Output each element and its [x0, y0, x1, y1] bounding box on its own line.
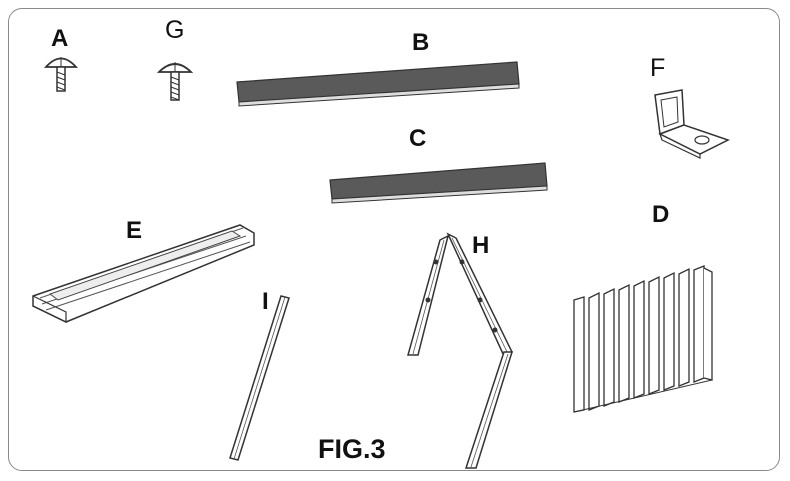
label-b: B: [412, 29, 430, 56]
label-g: G: [165, 16, 185, 44]
slat-panel-d-icon: [573, 265, 713, 413]
label-e: E: [126, 217, 143, 244]
screw-g-icon: [156, 62, 194, 101]
label-d: D: [652, 201, 670, 228]
screw-a-icon: [44, 57, 78, 92]
figure-caption: FIG.3: [318, 434, 386, 464]
label-f: F: [650, 54, 666, 82]
label-h: H: [472, 232, 490, 259]
rail-e-icon: [32, 224, 255, 323]
label-a: A: [51, 25, 69, 52]
rod-i-icon: [229, 295, 290, 461]
bracket-f-icon: [654, 89, 730, 159]
board-b-icon: [236, 61, 520, 107]
label-c: C: [409, 125, 427, 152]
label-i: I: [262, 288, 269, 315]
frame-h-icon: [407, 232, 514, 469]
board-c-icon: [329, 162, 548, 204]
